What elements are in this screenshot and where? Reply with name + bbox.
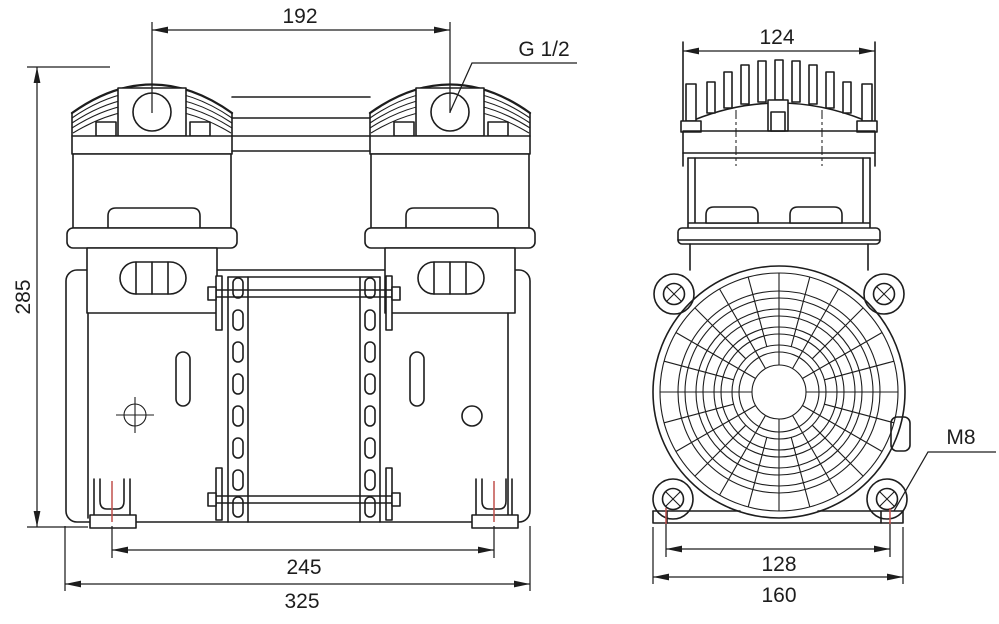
cylinder-stack-left (65, 83, 239, 315)
mounting-plate (87, 312, 509, 519)
centerline-marks (111, 481, 891, 524)
slot-hole-left (175, 351, 191, 407)
annotations: 192 G 1/2 285 245 325 124 (12, 5, 996, 613)
motor-housing (65, 269, 531, 523)
dim-label-160: 160 (761, 584, 796, 607)
leader-port-thread: G 1/2 (449, 38, 577, 113)
dimension-foot-pitch-front: 245 (111, 526, 495, 579)
leader-mounting-bolt: M8 (893, 426, 996, 512)
phillips-screw-icon (875, 487, 899, 511)
dim-label-285: 285 (12, 279, 35, 314)
foot-right (471, 478, 519, 529)
dim-label-g12: G 1/2 (518, 38, 569, 61)
phillips-screw-icon (872, 282, 896, 306)
base-plate (652, 510, 904, 524)
dim-label-124: 124 (759, 26, 794, 49)
dim-label-m8: M8 (946, 426, 975, 449)
target-hole (116, 397, 154, 433)
dimension-overall-width-front: 325 (64, 526, 531, 613)
center-frame (207, 275, 401, 523)
dimension-head-width-side: 124 (683, 26, 875, 55)
phillips-screw-icon (661, 487, 685, 511)
dim-label-245: 245 (286, 556, 321, 579)
dim-label-325: 325 (284, 590, 319, 613)
side-view (652, 41, 911, 524)
fan-guard (652, 265, 906, 519)
front-view (65, 83, 537, 529)
slot-hole-right (409, 351, 425, 407)
dimension-foot-pitch-side: 128 (665, 524, 891, 576)
dimension-overall-height: 285 (12, 66, 110, 528)
terminal-lug (890, 416, 911, 452)
dimension-base-width-side: 160 (652, 527, 904, 607)
dim-label-128: 128 (761, 553, 796, 576)
side-flange (677, 227, 881, 271)
fan-guard-spokes (660, 273, 898, 511)
round-hole (461, 405, 483, 427)
dim-label-192: 192 (282, 5, 317, 28)
heatsink-head (680, 41, 878, 229)
mounting-ears (652, 273, 908, 520)
foot-left (89, 478, 137, 529)
phillips-screw-icon (662, 282, 686, 306)
dimension-cylinder-pitch: 192 (151, 5, 451, 113)
head-crossbar (231, 96, 371, 152)
